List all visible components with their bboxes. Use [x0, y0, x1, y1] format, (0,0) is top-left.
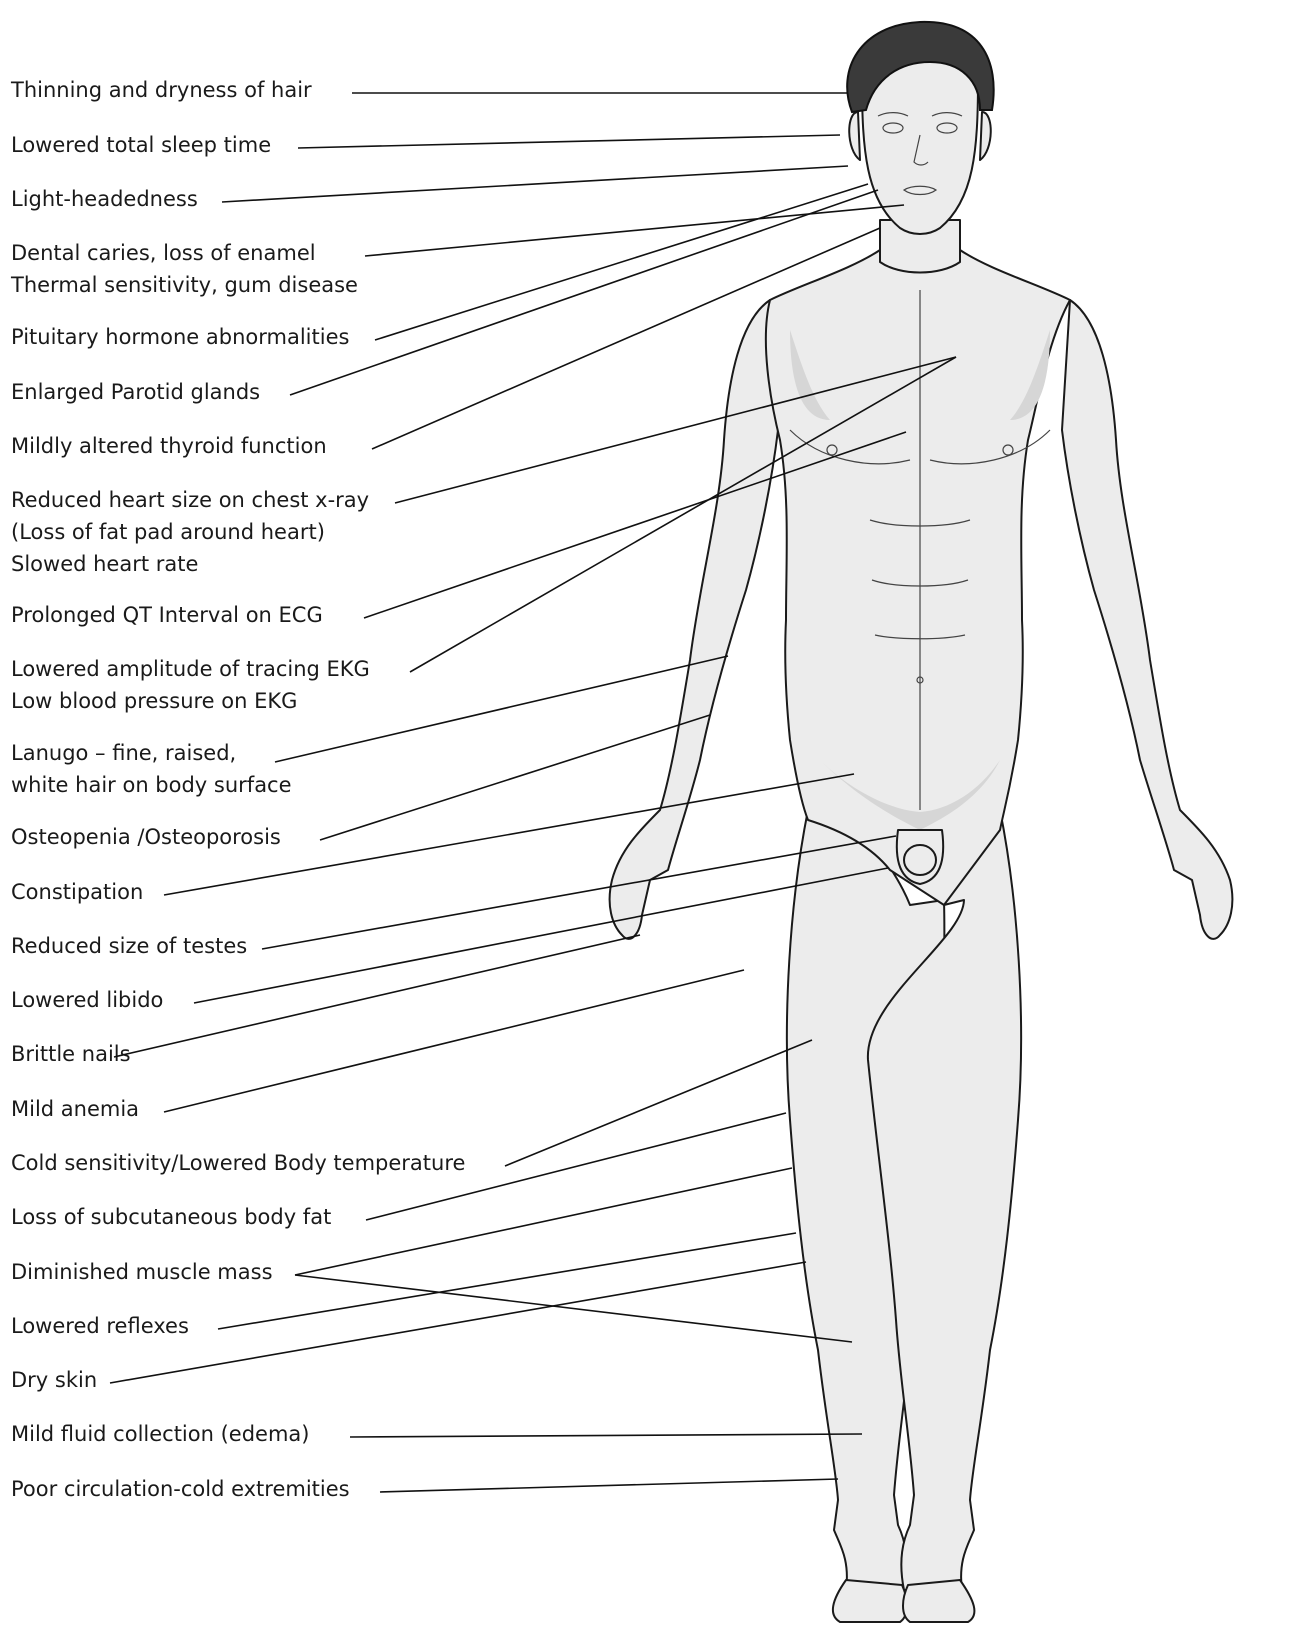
- torso: [766, 250, 1070, 905]
- label-cold-sensitivity: Cold sensitivity/Lowered Body temperatur…: [11, 1147, 467, 1179]
- right-foot: [903, 1580, 974, 1622]
- label-reflexes: Lowered reflexes: [11, 1310, 191, 1342]
- right-ear: [980, 112, 991, 160]
- label-edema: Mild fluid collection (edema): [11, 1418, 311, 1450]
- label-hair: Thinning and dryness of hair: [11, 74, 314, 106]
- label-lanugo: Lanugo – fine, raised,white hair on body…: [11, 737, 294, 801]
- left-foot: [833, 1580, 907, 1622]
- glans: [904, 845, 936, 875]
- label-testes: Reduced size of testes: [11, 930, 249, 962]
- label-thyroid: Mildly altered thyroid function: [11, 430, 329, 462]
- left-ear: [849, 112, 860, 160]
- label-parotid: Enlarged Parotid glands: [11, 376, 262, 408]
- label-heart-size: Reduced heart size on chest x-ray(Loss o…: [11, 484, 371, 580]
- label-osteopenia: Osteopenia /Osteoporosis: [11, 821, 283, 853]
- label-sleep: Lowered total sleep time: [11, 129, 273, 161]
- left-arm: [610, 300, 778, 939]
- label-dry-skin: Dry skin: [11, 1364, 99, 1396]
- right-arm: [1062, 300, 1232, 939]
- label-libido: Lowered libido: [11, 984, 165, 1016]
- label-qt-interval: Prolonged QT Interval on ECG: [11, 599, 325, 631]
- label-muscle-mass: Diminished muscle mass: [11, 1256, 275, 1288]
- label-circulation: Poor circulation-cold extremities: [11, 1473, 352, 1505]
- label-nails: Brittle nails: [11, 1038, 133, 1070]
- label-anemia: Mild anemia: [11, 1093, 141, 1125]
- label-light-headed: Light-headedness: [11, 183, 200, 215]
- label-body-fat: Loss of subcutaneous body fat: [11, 1201, 333, 1233]
- label-pituitary: Pituitary hormone abnormalities: [11, 321, 351, 353]
- label-constipation: Constipation: [11, 876, 145, 908]
